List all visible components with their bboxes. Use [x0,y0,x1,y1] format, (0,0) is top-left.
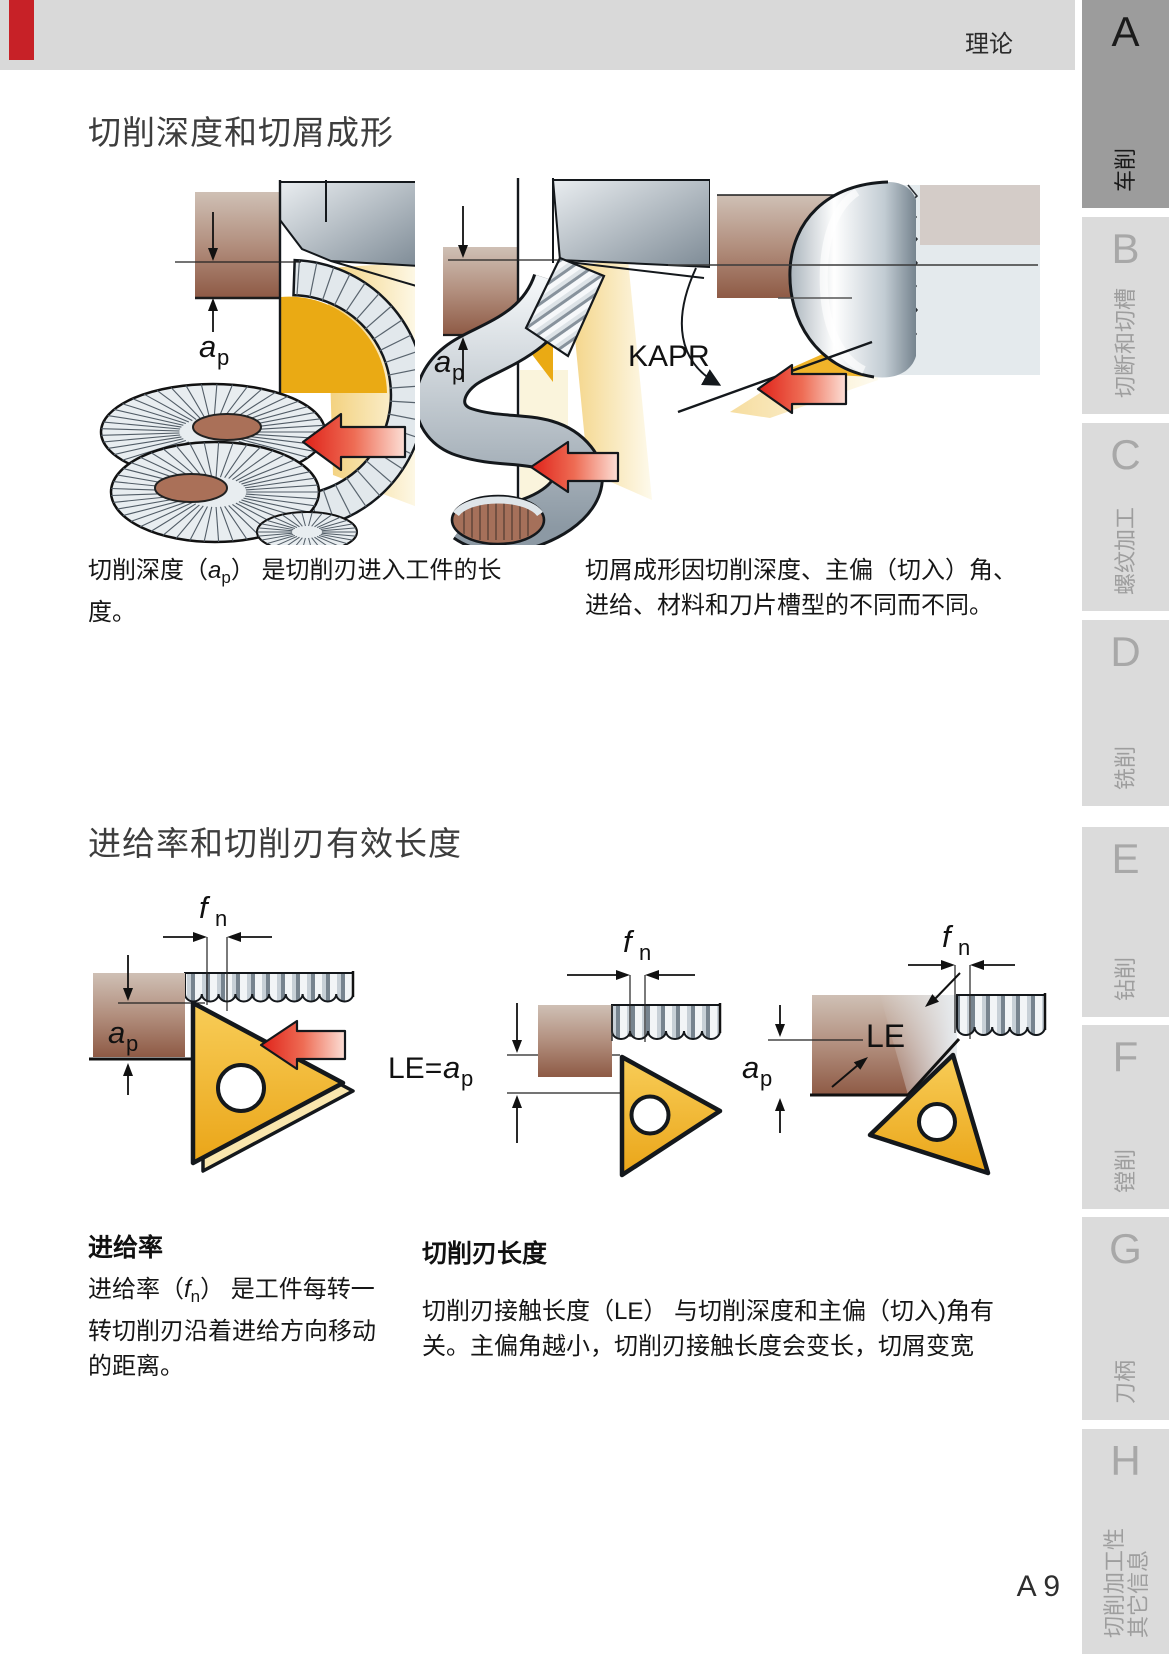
sidebar-tab-c: C 螺纹加工 [1082,423,1169,611]
label-ap: a [434,344,451,379]
insert-hole [629,1094,671,1136]
tab-letter: E [1111,835,1140,882]
sidebar-tab-e: E 钻削 [1082,827,1169,1017]
insert-hole [917,1102,957,1142]
sidebar-tab-d: D 铣削 [1082,620,1169,806]
tab-label: 车削 [1112,147,1138,192]
svg-text:p: p [452,360,464,385]
angle-arc-arrow [680,267,722,386]
label-kapr: KAPR [628,340,710,373]
insert-hole [216,1063,266,1113]
sidebar-tab-g: G 刀柄 [1082,1217,1169,1420]
diagram-edge-length-90deg: LE= a p f n [388,924,723,1178]
diagram-feed-rate-insert: f n a p [89,890,355,1173]
threaded-surface [184,972,354,1003]
svg-text:n: n [958,935,970,960]
tab-letter: B [1111,225,1140,272]
tab-label: 螺纹加工 [1112,506,1138,595]
label-le: LE [866,1018,905,1054]
tool-block [551,179,710,269]
label-fn: f [199,890,211,925]
edge-length-section: 切削刃长度 切削刃接触长度（LE） 与切削深度和主偏（切入)角有 关。主偏角越小… [422,1234,1032,1364]
tab-letter: G [1109,1225,1142,1272]
caption-chip-formation: 切屑成形因切削深度、主偏（切入）角、 进给、材料和刀片槽型的不同而不同。 [585,557,1017,619]
segmented-chip [524,256,606,358]
section-tab-bar: A 车削 B 切断和切槽 C 螺纹加工 D 铣削 E 钻削 F 镗削 G 刀柄 … [1082,0,1169,1654]
machined-dome [789,182,916,378]
tab-letter: F [1112,1033,1139,1080]
svg-text:p: p [461,1066,473,1091]
label-le-eq: LE= [388,1052,442,1085]
diagram-edge-length-small-angle: f n LE a p [742,919,1047,1176]
sidebar-tab-f: F 镗削 [1082,1025,1169,1209]
workpiece-bar [538,1005,612,1077]
tab-label: 镗削 [1112,1148,1138,1193]
label-fn: f [623,924,635,959]
tab-label: 铣削 [1112,745,1138,790]
workpiece-bar [93,973,185,1057]
label-ap: a [742,1050,759,1085]
chamfer-edge [906,1037,961,1097]
sidebar-tab-a: A 车削 [1082,0,1169,208]
triangular-insert [190,1000,346,1166]
threaded-surface [956,994,1046,1036]
caption-cutting-depth: 切削深度（ap） 是切削刃进入工件的长 度。 [88,557,502,626]
edge-length-heading: 切削刃长度 [422,1240,548,1268]
section-title-feed: 进给率和切削刃有效长度 [88,825,462,863]
feed-rate-heading: 进给率 [88,1234,164,1262]
svg-text:a: a [443,1050,460,1085]
label-ap: a [108,1015,125,1050]
triangular-insert [619,1054,723,1178]
sidebar-tab-h: H 切削加工性 其它信息 [1082,1429,1169,1654]
feed-arrow-icon [259,1019,347,1071]
feed-arrow-icon [529,440,620,494]
sidebar-tab-b: B 切断和切槽 [1082,217,1169,414]
header-band: 理论 [0,0,1075,70]
tab-label: 切断和切槽 [1112,287,1138,398]
chip-disc-front [109,440,321,544]
diagram-cutting-depth-spiral-chip: a p [99,180,415,545]
tab-letter: C [1110,431,1141,478]
tab-label: 钻削 [1112,956,1138,1001]
section-color-mark [9,0,34,60]
section-title-depth: 切削深度和切屑成形 [88,114,394,152]
svg-text:p: p [760,1066,772,1091]
edge-length-body: 切削刃接触长度（LE） 与切削深度和主偏（切入)角有 关。主偏角越小，切削刃接触… [422,1298,995,1360]
diagram-entering-angle-kapr: KAPR [628,180,1040,418]
feed-arrow-icon [756,363,848,415]
svg-text:n: n [215,906,227,931]
tab-letter: A [1111,8,1140,55]
tab-label: 刀柄 [1112,1359,1138,1404]
tool-block [279,181,415,267]
page-topic: 理论 [965,31,1013,58]
svg-text:p: p [217,345,229,370]
threaded-surface [611,1004,721,1040]
workpiece [195,192,280,298]
svg-text:n: n [639,940,651,965]
page-number: A 9 [1016,1570,1060,1603]
tab-label: 切削加工性 其它信息 [1101,1527,1151,1638]
tab-letter: H [1110,1437,1141,1484]
feed-rate-section: 进给率 进给率（fn） 是工件每转一 转切削刃沿着进给方向移动 的距离。 [88,1228,418,1384]
diagram-chip-formation-ribbon: a p [420,178,710,545]
insert-gold [281,296,387,393]
chip-fan-bottom [256,511,358,545]
svg-text:p: p [126,1031,138,1056]
feed-rate-body: 进给率（fn） 是工件每转一 转切削刃沿着进给方向移动 的距离。 [88,1276,376,1380]
label-fn: f [942,919,954,954]
feed-arrow-icon [301,412,407,472]
tab-letter: D [1110,628,1141,675]
label-ap: a [199,329,216,364]
